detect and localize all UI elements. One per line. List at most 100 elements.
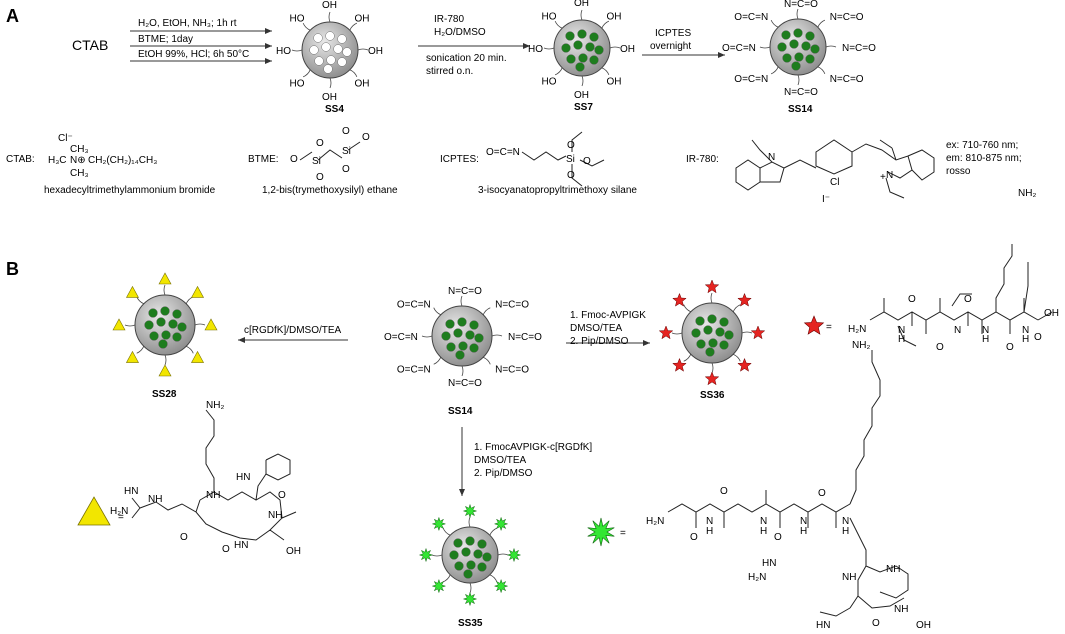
ss14b-isocyanate-groups: N=C=ON=C=ON=C=OO=C=NO=C=NO=C=NN=C=ON=C=O [384, 286, 542, 389]
ss7-dye-dots [561, 29, 604, 72]
svg-text:O: O [774, 532, 782, 543]
peptide-star [737, 357, 752, 372]
isocyanate-label: N=C=O [495, 365, 529, 376]
svg-text:NH: NH [842, 572, 856, 583]
peptide-star [737, 292, 752, 307]
isocyanate-label: N=C=O [830, 74, 864, 85]
hydroxyl-label: HO [289, 79, 304, 90]
ir780-color: rosso [946, 166, 971, 177]
dye-dot [810, 44, 820, 54]
dye-dot [708, 338, 718, 348]
dye-dot [719, 317, 729, 327]
dye-dot [160, 306, 170, 316]
dye-dot [805, 31, 815, 41]
dye-dot [473, 549, 483, 559]
dye-dot [474, 333, 484, 343]
isocyanate-label: N=C=O [448, 378, 482, 389]
dye-dot [794, 52, 804, 62]
hydroxyl-label: OH [574, 0, 589, 9]
isocyanate-label: N=C=O [448, 286, 482, 297]
dye-dot [161, 330, 171, 340]
hydroxyl-label: HO [541, 11, 556, 22]
ss36-dye-dots [691, 314, 734, 357]
ss7-label: SS7 [574, 102, 593, 113]
svg-text:Si: Si [342, 146, 351, 157]
triangle-equals: = [118, 512, 124, 523]
dye-dot [461, 547, 471, 557]
dye-dot [696, 339, 706, 349]
ctab-structure: CTAB: Cl⁻ CH₃ H₃C N⊕ CH₂(CH₂)₁₄CH₃ CH₃ h… [6, 133, 216, 196]
svg-text:NH₂: NH₂ [1018, 188, 1036, 199]
hydroxyl-label: OH [355, 13, 370, 24]
hydroxyl-label: OH [322, 92, 337, 103]
ss14-label-b: SS14 [448, 406, 473, 417]
dye-dot [455, 350, 465, 360]
step2-condition-1: IR-780 [434, 14, 464, 25]
ss14-particle-b: N=C=ON=C=ON=C=OO=C=NO=C=NO=C=NN=C=ON=C=O [384, 286, 542, 389]
svg-text:O: O [583, 156, 591, 167]
svg-text:H: H [800, 526, 807, 537]
svg-text:O: O [278, 490, 286, 501]
peptide-burst [493, 516, 509, 532]
svg-text:O: O [936, 342, 944, 353]
dye-dot [172, 332, 182, 342]
ss36-condition-3: 2. Pip/DMSO [570, 336, 629, 347]
ss35-peptide-bursts [418, 503, 522, 607]
dye-dot [482, 552, 492, 562]
peptide-star [658, 325, 674, 340]
ss36-condition-1: 1. Fmoc-AVPIGK [570, 310, 646, 321]
svg-text:H₂N: H₂N [110, 506, 128, 517]
dye-dot [561, 43, 571, 53]
svg-text:O: O [316, 138, 324, 149]
dye-dot [457, 317, 467, 327]
svg-text:O: O [290, 154, 298, 165]
dye-dot [454, 561, 464, 571]
dye-dot [691, 328, 701, 338]
svg-text:O: O [964, 294, 972, 305]
ss4-label: SS4 [325, 104, 344, 115]
svg-text:CH₃: CH₃ [70, 168, 89, 179]
panel-a-letter: A [6, 6, 19, 26]
hydroxyl-label: OH [368, 46, 383, 57]
dye-dot [449, 550, 459, 560]
svg-text:CTAB:: CTAB: [6, 154, 35, 165]
svg-text:OH: OH [286, 546, 301, 557]
dye-dot [565, 31, 575, 41]
svg-text:H: H [1022, 334, 1029, 345]
dye-dot [477, 562, 487, 572]
peptide-star [704, 279, 720, 294]
svg-text:H₃C: H₃C [48, 155, 67, 166]
svg-text:NH: NH [148, 494, 162, 505]
svg-text:N: N [954, 325, 961, 336]
step3-condition-2: overnight [650, 41, 691, 52]
avpigk-peptide-structure: H₂N NH₂ N N N N H H H O O O O O OH [848, 188, 1059, 353]
isocyanate-label: O=C=N [384, 332, 418, 343]
svg-text:HN: HN [234, 540, 248, 551]
svg-text:O: O [316, 172, 324, 183]
svg-text:I⁻: I⁻ [822, 194, 830, 205]
dye-dot [445, 319, 455, 329]
svg-text:O: O [1034, 332, 1042, 343]
icptes-structure: ICPTES: O=C=N Si O O O 3-isocyanatopropy… [440, 131, 637, 196]
dye-dot [789, 39, 799, 49]
dye-dot [453, 328, 463, 338]
ss36-peptide-stars [658, 279, 766, 386]
hydroxyl-label: HO [289, 13, 304, 24]
svg-text:NH: NH [268, 510, 282, 521]
pore [325, 31, 335, 41]
dye-dot [705, 347, 715, 357]
ss35-condition-2: DMSO/TEA [474, 455, 527, 466]
peptide-star [704, 371, 720, 386]
hydroxyl-label: OH [607, 11, 622, 22]
ctab-name: hexadecyltrimethylammonium bromide [44, 185, 216, 196]
peptide-burst [506, 547, 522, 563]
rgd-triangle [191, 285, 205, 298]
rgd-triangle [125, 285, 139, 298]
svg-text:H: H [760, 526, 767, 537]
ss36-condition-2: DMSO/TEA [570, 323, 623, 334]
svg-text:O: O [342, 164, 350, 175]
avpigk-crgdfk-structure: H₂N NH₂ N N N N H H H H O O O O HN H₂N N… [646, 340, 931, 631]
ctab-start-label: CTAB [72, 37, 108, 53]
ss14-dye-dots [777, 28, 820, 71]
